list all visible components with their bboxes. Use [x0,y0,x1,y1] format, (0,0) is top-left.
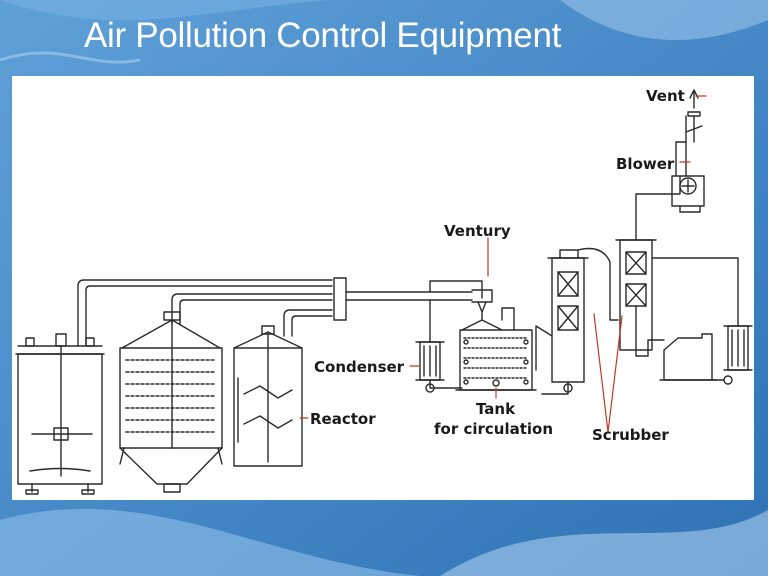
condenser-unit [415,299,463,393]
scrubber-column-2 [615,175,739,357]
label-tank-purpose: for circulation [434,420,553,438]
venturi-unit [471,289,493,321]
right-condenser-unit [723,325,753,371]
process-diagram: Vent Blower Ventury Condenser Reactor Ta… [15,87,753,495]
reactor-vessel-3 [233,325,303,467]
label-ventury: Ventury [444,222,511,240]
main-duct [77,277,483,347]
label-vent: Vent [646,87,685,105]
callout-lines [299,95,707,433]
label-tank: Tank [476,400,516,418]
label-scrubber: Scrubber [592,426,669,444]
label-reactor: Reactor [310,410,376,428]
receiver-tank [659,333,733,385]
blower-unit [671,89,705,213]
reactor-vessel-2 [119,311,223,493]
reactor-vessel-1 [15,333,105,495]
label-blower: Blower [616,155,675,173]
circulation-tank [455,307,537,391]
scrubber-column-1 [535,247,619,395]
label-condenser: Condenser [314,358,405,376]
diagram-panel: Vent Blower Ventury Condenser Reactor Ta… [12,76,754,500]
slide-title: Air Pollution Control Equipment [84,16,562,55]
